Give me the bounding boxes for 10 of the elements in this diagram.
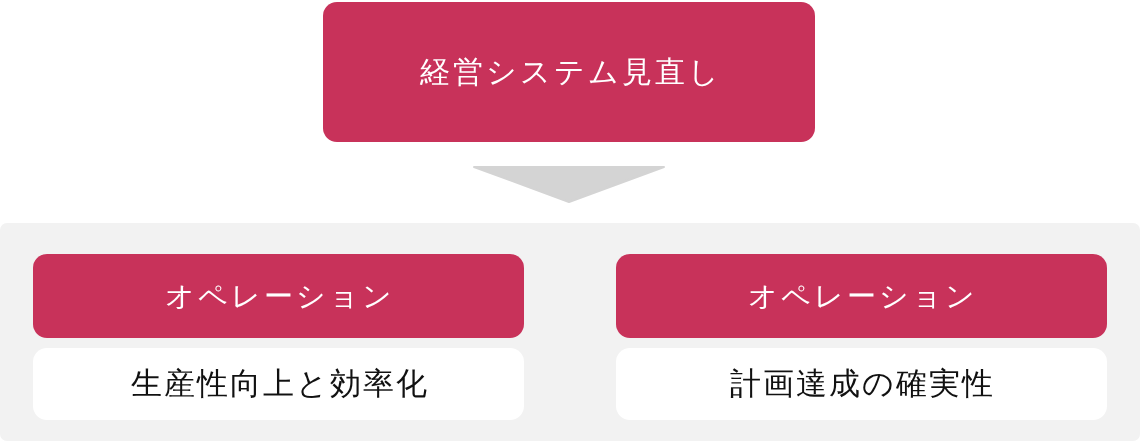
heading-box — [33, 254, 524, 338]
group-panel — [0, 223, 1140, 441]
chevron-arrow — [473, 166, 665, 203]
box-title: 経営システム見直し — [418, 54, 722, 90]
heading-box — [323, 2, 815, 142]
box-text: 生産性向上と効率化 — [129, 365, 429, 403]
box-title: オペレーション — [747, 278, 978, 314]
box-text: 計画達成の確実性 — [729, 365, 995, 403]
box-title: オペレーション — [164, 278, 395, 314]
heading-box — [616, 254, 1107, 338]
